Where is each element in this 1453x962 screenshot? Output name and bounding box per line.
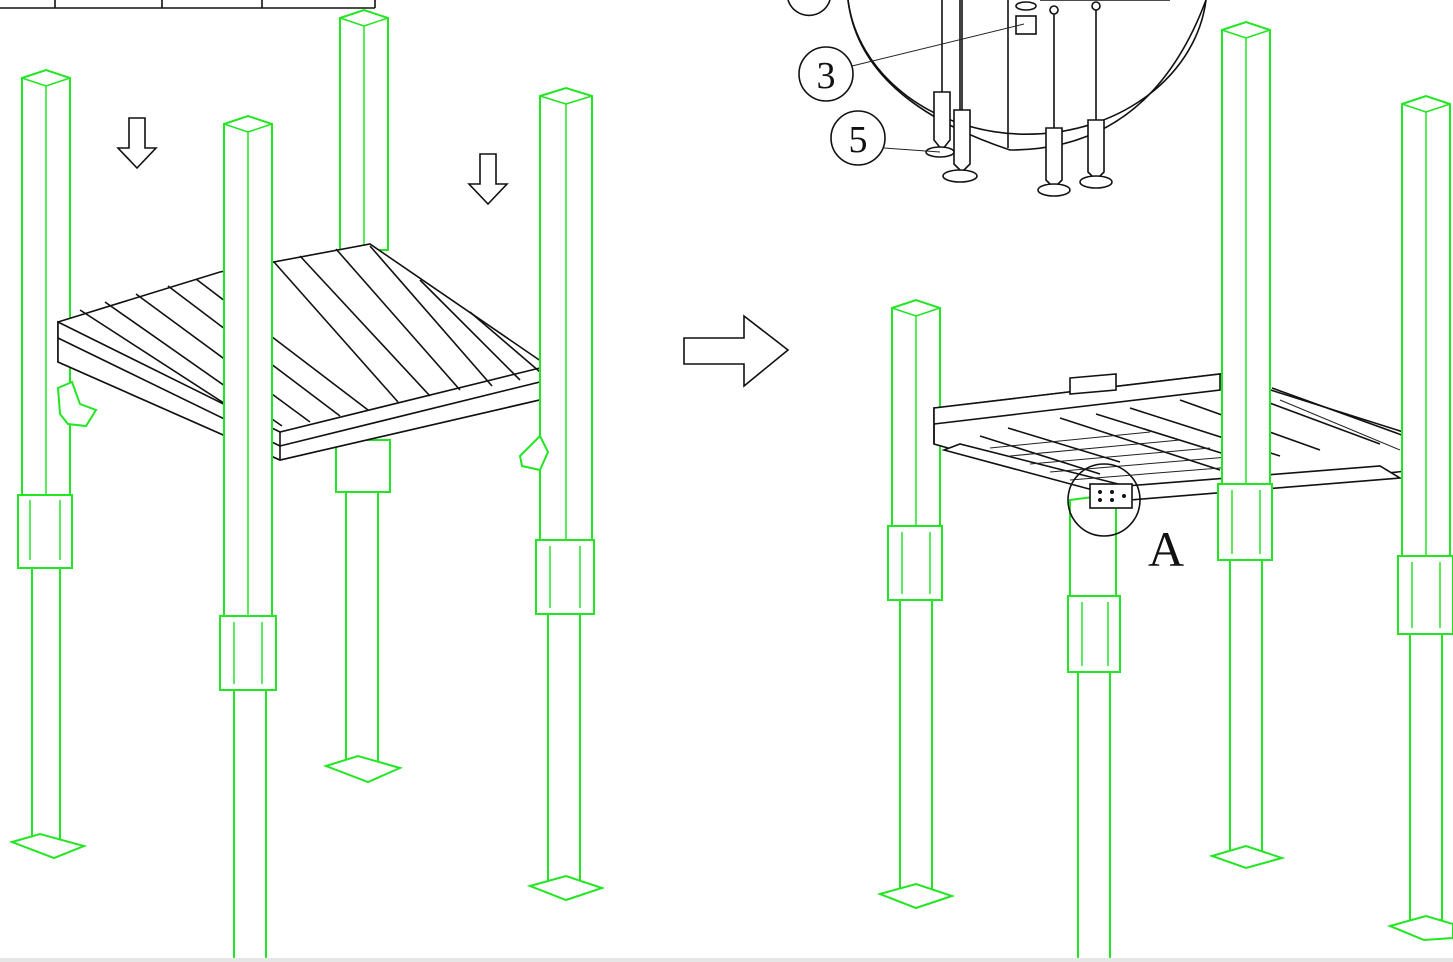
bracket-left (56, 380, 98, 428)
post-back-left (8, 68, 88, 860)
bracket-right (518, 434, 550, 472)
post-front-center (219, 114, 277, 962)
down-arrow-icon (116, 117, 158, 170)
bottom-edge (0, 958, 1453, 962)
washer-icon (942, 169, 978, 183)
deck-frame (933, 373, 1417, 501)
detail-a-label: A (1148, 521, 1184, 577)
post-back-center (322, 8, 403, 784)
left-assembly (8, 8, 606, 962)
screw-icon (1037, 5, 1071, 197)
washer-icon (1079, 175, 1113, 189)
svg-text:3: 3 (817, 55, 836, 97)
washer-icon (1037, 183, 1071, 197)
post-right (1386, 94, 1453, 942)
post-left (876, 298, 956, 910)
deck-panel (57, 243, 549, 461)
table-fragment (0, 0, 376, 9)
down-arrow-icon (467, 153, 509, 206)
post-back-center (1208, 20, 1286, 870)
right-arrow-icon (683, 314, 790, 388)
callout-part-5: 5 (830, 110, 941, 166)
right-assembly: A (876, 20, 1453, 962)
screw-icon (925, 0, 955, 158)
callout-part-3: 3 (798, 23, 1025, 102)
nut-icon (1015, 1, 1037, 35)
hardware-detail: 3 5 (787, 0, 1207, 197)
post-front-center (1067, 492, 1121, 962)
detail-a-marker: A (1067, 463, 1184, 577)
svg-text:5: 5 (849, 119, 868, 161)
screw-icon (942, 0, 978, 183)
screw-icon (1079, 1, 1113, 189)
post-front-right (526, 86, 606, 902)
